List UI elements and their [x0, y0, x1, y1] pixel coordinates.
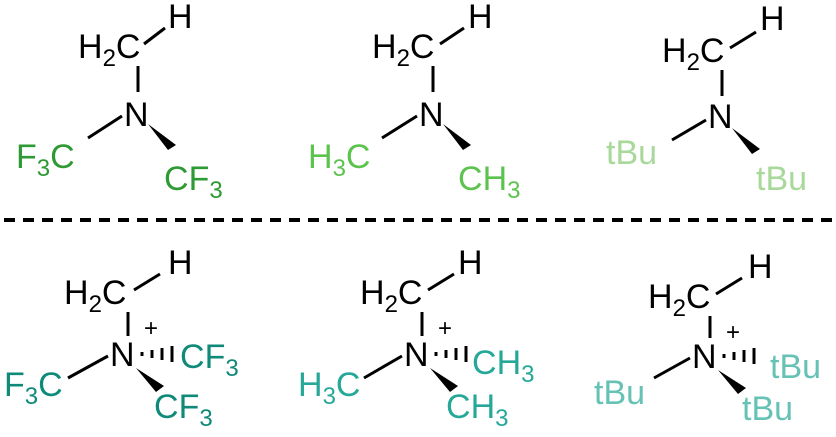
hashed-bond	[140, 346, 174, 362]
h2c-group: H2C	[78, 28, 140, 72]
bond-n-left	[87, 114, 123, 140]
molecule-ammonium-ch3: H H2C N + H3C CH3 CH3	[298, 244, 534, 432]
h3c-group: H3C	[308, 138, 370, 182]
molecule-ammonium-cf3: H H2C N + F3C CF3 CF3	[4, 244, 239, 432]
h-atom: H	[458, 244, 483, 282]
wedge-bond	[430, 368, 458, 392]
cf3-group: CF3	[164, 160, 223, 204]
ch3-group: CH3	[472, 344, 534, 388]
h2c-group: H2C	[64, 274, 126, 318]
h-atom: H	[760, 0, 785, 38]
h-atom: H	[468, 0, 493, 36]
bond-n-left	[381, 114, 418, 140]
h2c-group: H2C	[360, 274, 422, 318]
bond-c-h	[427, 272, 455, 292]
positive-charge: +	[726, 319, 740, 346]
tbu-group: tBu	[770, 348, 821, 386]
positive-charge: +	[144, 315, 158, 342]
h2c-group: H2C	[662, 32, 724, 76]
tbu-group: tBu	[742, 390, 793, 428]
molecule-ammonium-tbu: H H2C N + tBu tBu tBu	[594, 248, 821, 428]
h3c-group: H3C	[298, 366, 360, 410]
bond-c-h	[439, 26, 465, 46]
tbu-group: tBu	[756, 160, 807, 198]
bond-c-h	[133, 272, 161, 292]
n-atom: N	[124, 96, 149, 134]
tbu-group: tBu	[606, 134, 657, 172]
molecule-amine-tbu: H H2C N tBu tBu	[606, 0, 807, 198]
tbu-group: tBu	[594, 374, 645, 412]
bond-n-left	[653, 356, 691, 380]
cf3-group: CF3	[154, 388, 213, 432]
f3c-group: F3C	[4, 366, 63, 410]
hashed-bond	[722, 348, 756, 364]
wedge-bond	[148, 124, 176, 150]
cf3-group: CF3	[180, 338, 239, 382]
f3c-group: F3C	[16, 138, 75, 182]
bond-n-left	[671, 118, 707, 142]
positive-charge: +	[438, 315, 452, 342]
bond-c-h	[143, 26, 166, 46]
n-atom: N	[110, 336, 135, 374]
wedge-bond	[443, 124, 471, 150]
wedge-bond	[718, 370, 746, 394]
h-atom: H	[168, 244, 193, 282]
bond-c-h	[715, 276, 743, 296]
molecule-amine-ch3: H H2C N H3C CH3	[308, 0, 520, 204]
bond-n-left	[363, 354, 403, 380]
wedge-bond	[732, 128, 760, 154]
ch3-group: CH3	[446, 388, 508, 432]
h2c-group: H2C	[372, 28, 434, 72]
bond-c-h	[729, 30, 757, 50]
n-atom: N	[404, 336, 429, 374]
bond-n-left	[67, 354, 109, 380]
wedge-bond	[136, 368, 164, 392]
n-atom: N	[419, 96, 444, 134]
n-atom: N	[708, 98, 733, 136]
hashed-bond	[434, 346, 468, 362]
molecule-amine-cf3: H H2C N F3C CF3	[16, 0, 223, 204]
n-atom: N	[692, 338, 717, 376]
ch3-group: CH3	[458, 160, 520, 204]
h2c-group: H2C	[648, 278, 710, 322]
h-atom: H	[748, 248, 773, 286]
h-atom: H	[168, 0, 193, 36]
